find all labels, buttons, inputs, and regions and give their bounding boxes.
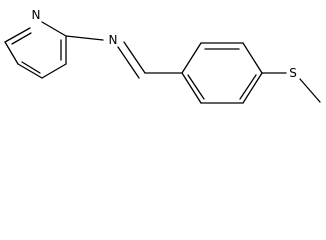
pyridine-bond <box>41 21 67 37</box>
pyridine-double-bond <box>21 61 41 74</box>
benzene-ring <box>181 42 263 104</box>
c-n-bond <box>65 35 104 41</box>
thiomethyl-group <box>261 72 321 103</box>
atom-label-pyridine-n: N <box>32 8 41 22</box>
benzene-double-bond <box>187 74 205 100</box>
benzene-bond <box>242 42 263 74</box>
pyridine-bond <box>4 41 19 65</box>
imine-double-bond <box>117 46 140 79</box>
pyridine-bond <box>17 63 43 79</box>
molecule-svg: N N S <box>4 8 321 104</box>
atom-label-imine-n: N <box>109 33 118 47</box>
imine-bond <box>123 41 146 74</box>
atom-label-sulfur: S <box>289 66 297 80</box>
benzene-bond <box>181 72 202 104</box>
benzene-double-bond <box>239 74 257 100</box>
structure-diagram: N N S <box>0 0 326 116</box>
pyridine-bond <box>4 27 31 43</box>
imine-linker <box>65 35 183 79</box>
pyridine-double-bond <box>11 32 32 45</box>
pyridine-bond <box>41 63 67 79</box>
benzene-bond <box>242 72 263 104</box>
s-ch3-bond <box>299 78 321 103</box>
benzene-bond <box>181 42 202 74</box>
pyridine-ring <box>4 21 67 79</box>
